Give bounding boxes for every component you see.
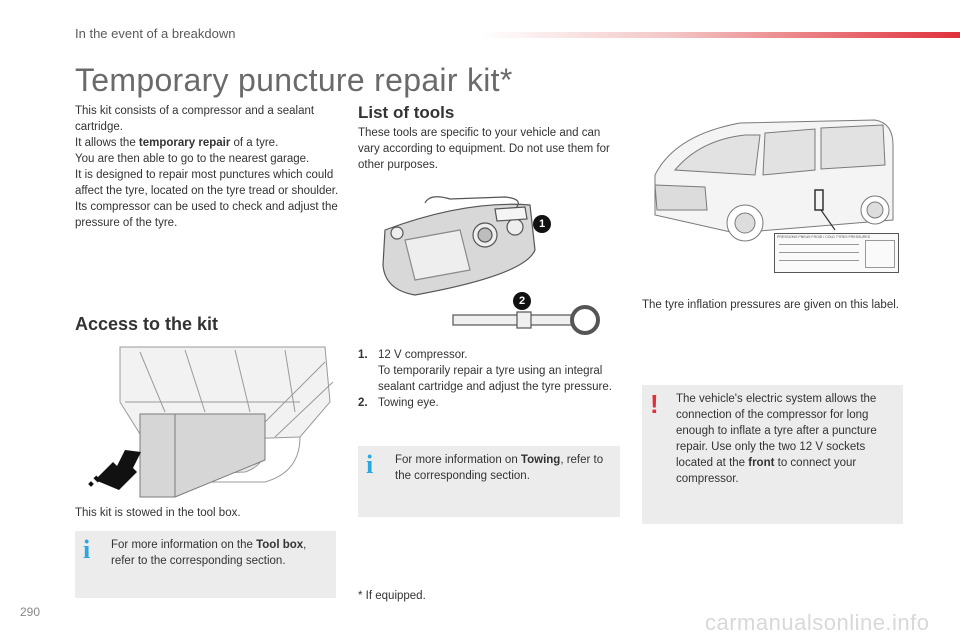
warning-icon: ! <box>650 389 659 419</box>
tools-heading: List of tools <box>358 103 455 122</box>
intro-line-1: This kit consists of a compressor and a … <box>75 105 315 133</box>
tool-marker-2: 2 <box>513 292 531 310</box>
list-item: 2.Towing eye. <box>358 397 439 409</box>
pressure-caption: The tyre inflation pressures are given o… <box>642 299 899 311</box>
access-info-text: For more information on the Tool box, re… <box>111 539 307 567</box>
intro-line-3: You are then able to go to the nearest g… <box>75 153 310 165</box>
warning-box: ! The vehicle's electric system allows t… <box>642 385 903 524</box>
info-icon: i <box>83 535 91 564</box>
access-caption: This kit is stowed in the tool box. <box>75 507 241 519</box>
tool-marker-1: 1 <box>533 215 551 233</box>
list-item-detail: To temporarily repair a tyre using an in… <box>378 365 612 393</box>
list-item: 1.12 V compressor. <box>358 349 468 361</box>
seat-toolbox-illustration <box>88 346 334 498</box>
tools-illustration <box>382 196 600 335</box>
intro-text: This kit consists of a compressor and a … <box>75 103 340 231</box>
page-title: Temporary puncture repair kit* <box>75 62 513 98</box>
info-icon: i <box>366 450 374 479</box>
page-number: 290 <box>20 605 41 619</box>
intro-line-4: It is designed to repair most punctures … <box>75 169 339 197</box>
footnote: * If equipped. <box>358 590 426 602</box>
tools-info-box: i For more information on Towing, refer … <box>358 446 620 517</box>
label-header-text: PRESSIONS PNEUS FROID / COLD TYRES PRESS… <box>777 235 871 239</box>
tools-info-text: For more information on Towing, refer to… <box>395 454 604 482</box>
intro-line-2: It allows the temporary repair of a tyre… <box>75 137 279 149</box>
access-heading: Access to the kit <box>75 314 219 334</box>
warning-text: The vehicle's electric system allows the… <box>676 393 877 485</box>
section-header: In the event of a breakdown <box>75 26 236 41</box>
tools-list: 1.12 V compressor. To temporarily repair… <box>358 347 623 411</box>
van-illustration <box>654 119 894 242</box>
tools-description: These tools are specific to your vehicle… <box>358 127 610 171</box>
access-info-box: i For more information on the Tool box, … <box>75 531 336 598</box>
header-accent-line <box>480 32 960 38</box>
watermark-text: carmanualsonline.info <box>705 610 930 635</box>
tyre-pressure-label: PRESSIONS PNEUS FROID / COLD TYRES PRESS… <box>774 233 899 273</box>
intro-line-5: Its compressor can be used to check and … <box>75 201 338 229</box>
